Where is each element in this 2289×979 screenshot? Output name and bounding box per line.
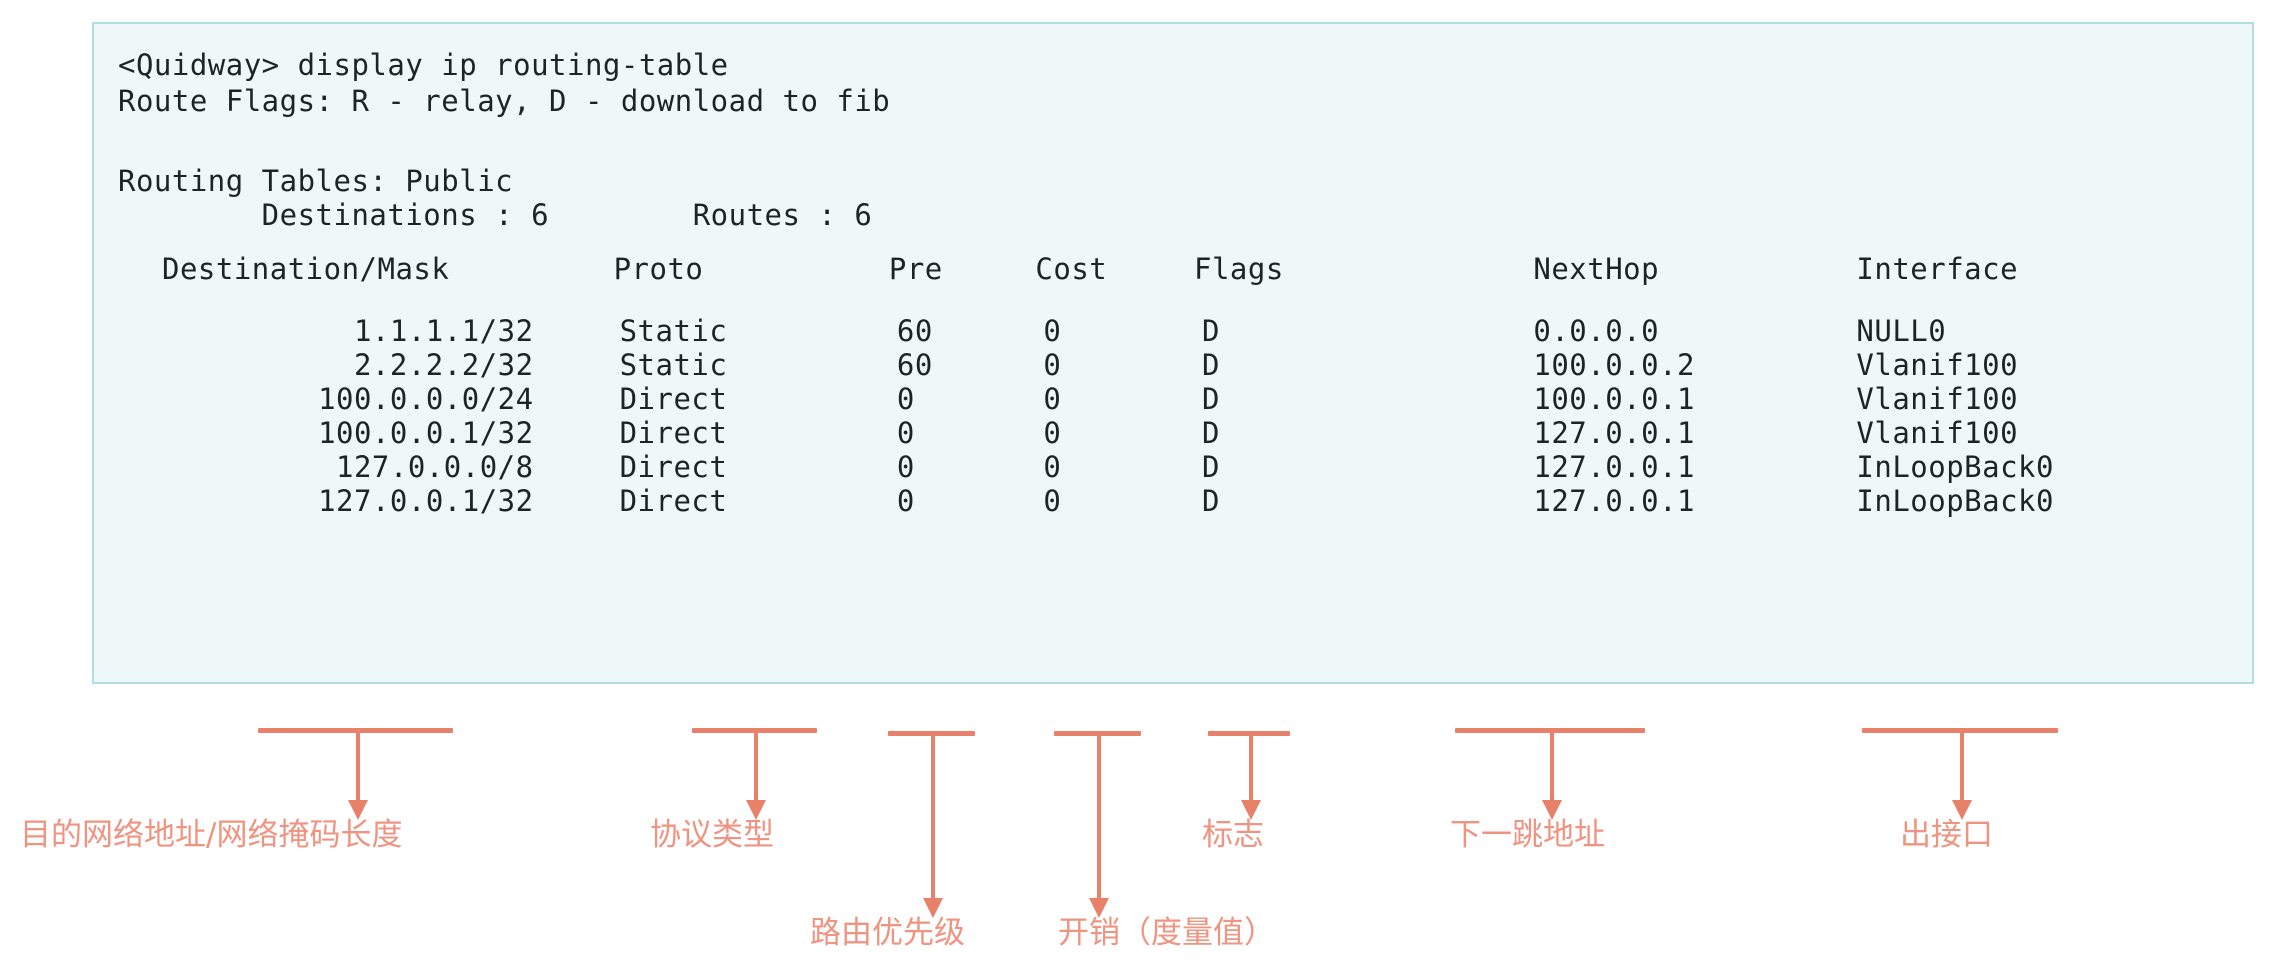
cell-flags: D xyxy=(1202,416,1220,450)
cell-cost: 0 xyxy=(1043,314,1062,348)
callout-bracket-bar xyxy=(692,728,817,733)
cli-route-flags-legend: Route Flags: R - relay, D - download to … xyxy=(118,84,891,118)
table-row: 100.0.0.0/24 Direct 0 0 D 100.0.0.1 Vlanif100 xyxy=(118,382,2218,416)
header-proto: Proto xyxy=(613,252,704,286)
table-row: 100.0.0.1/32 Direct 0 0 D 127.0.0.1 Vlanif100 xyxy=(118,416,2218,450)
cell-flags: D xyxy=(1202,450,1220,484)
cell-nexthop: 127.0.0.1 xyxy=(1533,450,1695,484)
cell-proto: Static xyxy=(619,348,728,382)
cli-separator-rule: ----------------------------------------… xyxy=(94,24,2206,27)
cell-pre: 60 xyxy=(896,348,933,382)
cli-destinations-routes-counts: Destinations : 6 Routes : 6 xyxy=(118,198,873,232)
table-row: 1.1.1.1/32 Static 60 0 D 0.0.0.0 NULL0 xyxy=(118,310,2218,348)
cell-pre: 0 xyxy=(896,484,915,518)
cell-interface: InLoopBack0 xyxy=(1856,484,2054,518)
cell-cost: 0 xyxy=(1043,484,1062,518)
callout-label-proto: 协议类型 xyxy=(650,817,774,853)
table-header-row: Destination/Mask Proto Pre Cost Flags Ne… xyxy=(118,252,2218,310)
callout-arrow-stem xyxy=(356,732,360,800)
cell-destination: 1.1.1.1/32 xyxy=(353,314,534,348)
header-interface: Interface xyxy=(1856,252,2019,286)
callout-bracket-bar xyxy=(1862,728,2058,733)
cell-cost: 0 xyxy=(1043,382,1062,416)
header-nexthop: NextHop xyxy=(1533,252,1660,286)
header-cost: Cost xyxy=(1035,252,1108,286)
callout-arrow-stem xyxy=(931,735,935,898)
cell-interface: Vlanif100 xyxy=(1856,382,2019,416)
cell-pre: 0 xyxy=(896,416,915,450)
cell-nexthop: 100.0.0.1 xyxy=(1533,382,1695,416)
callout-arrow-stem xyxy=(1249,735,1253,800)
cell-flags: D xyxy=(1202,314,1220,348)
cell-destination: 100.0.0.1/32 xyxy=(318,416,534,450)
cell-nexthop: 127.0.0.1 xyxy=(1533,484,1695,518)
cell-nexthop: 0.0.0.0 xyxy=(1533,314,1660,348)
callout-arrow-head-icon xyxy=(348,800,368,820)
header-flags: Flags xyxy=(1194,252,1284,286)
cell-destination: 100.0.0.0/24 xyxy=(318,382,534,416)
callout-bracket-bar xyxy=(258,728,453,733)
cell-flags: D xyxy=(1202,382,1220,416)
cell-interface: NULL0 xyxy=(1856,314,1947,348)
cell-destination: 127.0.0.0/8 xyxy=(336,450,534,484)
callout-arrow-head-icon xyxy=(1089,898,1109,918)
cell-proto: Direct xyxy=(619,382,728,416)
callout-arrow-head-icon xyxy=(746,800,766,820)
cell-destination: 2.2.2.2/32 xyxy=(353,348,534,382)
callout-arrow-stem xyxy=(754,732,758,800)
cell-pre: 0 xyxy=(896,382,915,416)
callout-arrow-stem xyxy=(1960,732,1964,800)
cell-cost: 0 xyxy=(1043,348,1062,382)
cell-interface: Vlanif100 xyxy=(1856,348,2019,382)
cell-flags: D xyxy=(1202,484,1220,518)
header-destination-mask: Destination/Mask xyxy=(162,252,450,286)
callout-arrow-head-icon xyxy=(1542,800,1562,820)
table-row: 2.2.2.2/32 Static 60 0 D 100.0.0.2 Vlanif100 xyxy=(118,348,2218,382)
callout-arrow-head-icon xyxy=(1952,800,1972,820)
routing-table-header: Destination/Mask Proto Pre Cost Flags Ne… xyxy=(118,252,2218,310)
terminal-output-box: <Quidway> display ip routing-table Route… xyxy=(92,22,2254,684)
callout-label-pre: 路由优先级 xyxy=(810,915,965,951)
routing-table: Destination/Mask Proto Pre Cost Flags Ne… xyxy=(118,252,2218,518)
cell-pre: 0 xyxy=(896,450,915,484)
cell-cost: 0 xyxy=(1043,416,1062,450)
callout-bracket-bar xyxy=(1208,731,1290,736)
callout-arrow-stem xyxy=(1550,732,1554,800)
callout-label-interface: 出接口 xyxy=(1900,817,1993,853)
cell-flags: D xyxy=(1202,348,1220,382)
cell-nexthop: 100.0.0.2 xyxy=(1533,348,1695,382)
table-row: 127.0.0.0/8 Direct 0 0 D 127.0.0.1 InLoopBack0 xyxy=(118,450,2218,484)
callout-arrow-stem xyxy=(1097,735,1101,898)
callout-arrow-head-icon xyxy=(923,898,943,918)
callout-label-destination: 目的网络地址/网络掩码长度 xyxy=(20,817,403,853)
cell-proto: Static xyxy=(619,314,728,348)
cell-proto: Direct xyxy=(619,450,728,484)
cli-separator-text: ----------------------------------------… xyxy=(94,24,2206,27)
cell-interface: InLoopBack0 xyxy=(1856,450,2054,484)
callout-arrow-head-icon xyxy=(1241,800,1261,820)
header-pre: Pre xyxy=(888,252,943,286)
callout-bracket-bar xyxy=(1455,728,1645,733)
callout-label-flags: 标志 xyxy=(1202,817,1264,853)
callout-label-nexthop: 下一跳地址 xyxy=(1450,817,1605,853)
cell-proto: Direct xyxy=(619,484,728,518)
callout-label-cost: 开销（度量值） xyxy=(1058,915,1275,951)
callout-bracket-bar xyxy=(1054,731,1141,736)
cell-proto: Direct xyxy=(619,416,728,450)
cell-destination: 127.0.0.1/32 xyxy=(318,484,534,518)
cell-interface: Vlanif100 xyxy=(1856,416,2019,450)
cell-cost: 0 xyxy=(1043,450,1062,484)
cell-nexthop: 127.0.0.1 xyxy=(1533,416,1695,450)
cli-routing-tables-label: Routing Tables: Public xyxy=(118,164,514,198)
callout-bracket-bar xyxy=(888,731,975,736)
cli-command-line: <Quidway> display ip routing-table xyxy=(118,48,729,82)
cell-pre: 60 xyxy=(896,314,933,348)
table-row: 127.0.0.1/32 Direct 0 0 D 127.0.0.1 InLoopBack… xyxy=(118,484,2218,518)
